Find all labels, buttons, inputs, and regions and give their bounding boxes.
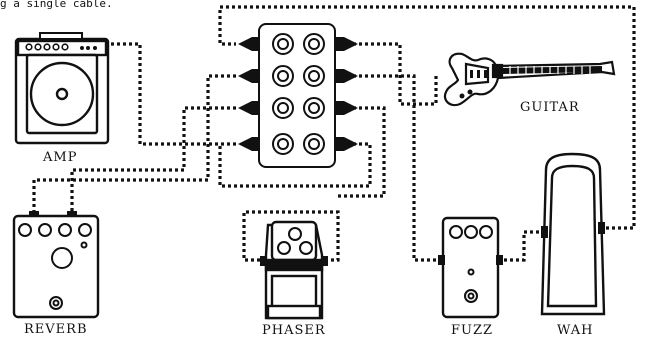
caption-text: g a single cable. — [0, 0, 113, 10]
cable-guitar-in — [400, 76, 438, 106]
cable-row3-right — [338, 106, 386, 198]
reverb-label: REVERB — [24, 322, 88, 337]
cable-row2-right — [353, 74, 442, 262]
cable-row2-left — [32, 74, 236, 216]
amp-label: AMP — [43, 150, 78, 165]
phaser-label: PHASER — [262, 323, 326, 338]
fuzz-pedal — [438, 216, 503, 319]
cable-row1-right — [353, 42, 402, 104]
cable-row4-right — [218, 142, 372, 188]
cable-fuzz-wah — [498, 230, 546, 262]
patch-bay — [238, 23, 358, 168]
phaser-pedal — [260, 220, 328, 320]
fuzz-label: FUZZ — [451, 323, 494, 338]
wah-pedal — [540, 152, 606, 316]
cable-row3-left — [70, 106, 236, 216]
amp — [14, 32, 110, 145]
cable-phaser-loop — [242, 210, 340, 262]
reverb-pedal — [12, 211, 100, 319]
cable-wah-out-top — [218, 5, 636, 230]
guitar — [443, 52, 616, 107]
guitar-label: GUITAR — [520, 100, 580, 115]
cable-row4-left — [100, 42, 236, 146]
wah-label: WAH — [557, 323, 594, 338]
